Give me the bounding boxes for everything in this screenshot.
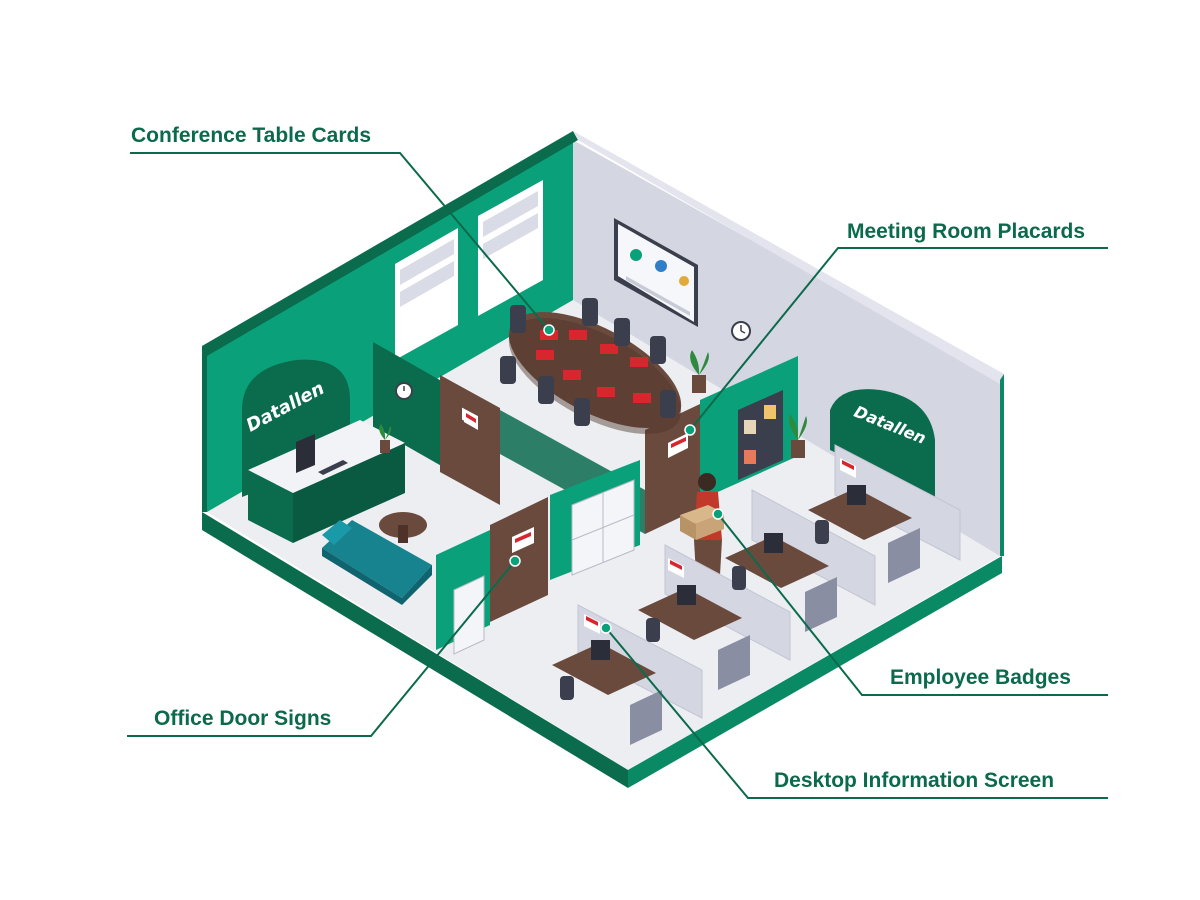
coffee-table <box>379 512 427 543</box>
corner-shelf <box>453 575 485 655</box>
dashboard-screen <box>614 218 698 327</box>
leader-meeting-room-placards <box>689 247 1108 431</box>
wall-top-left <box>202 131 578 356</box>
leader-office-door-signs <box>127 560 516 737</box>
leader-dot <box>712 508 724 520</box>
callout-employee-badges: Employee Badges <box>890 666 1071 689</box>
table-card <box>536 350 554 360</box>
workstation <box>552 640 662 745</box>
base-left <box>202 512 628 788</box>
employee-person <box>680 473 724 575</box>
callout-desktop-information-screen: Desktop Information Screen <box>774 769 1055 792</box>
leader-desktop-information-screen <box>605 627 1108 799</box>
meeting-room-door-left <box>440 375 500 505</box>
plant-icon <box>690 350 709 393</box>
wall-clock-icon-2 <box>395 382 413 400</box>
table-card <box>600 344 618 354</box>
table-card <box>597 387 615 397</box>
table-card <box>630 357 648 367</box>
office-chair <box>500 298 676 426</box>
workstation <box>808 485 920 583</box>
wall-clock-icon <box>731 321 751 341</box>
desk-sign <box>584 614 600 634</box>
meeting-room-door-right <box>645 404 700 534</box>
filing-cabinet <box>571 479 635 576</box>
office-chair <box>560 520 829 700</box>
leader-dot <box>543 324 555 336</box>
table-card <box>563 370 581 380</box>
cubicle-partitions <box>577 444 961 719</box>
leader-dot <box>684 424 696 436</box>
leader-conference-table-cards <box>130 152 550 331</box>
callout-office-door-signs: Office Door Signs <box>154 707 332 730</box>
leader-lines <box>127 152 1108 799</box>
left-wall-edge <box>202 346 207 512</box>
window-left <box>395 228 458 360</box>
table-card <box>569 330 587 340</box>
table-card <box>633 393 651 403</box>
callout-meeting-room-placards: Meeting Room Placards <box>847 220 1086 243</box>
leader-employee-badges <box>717 513 1108 696</box>
workstation <box>725 533 837 632</box>
workstation <box>638 585 750 690</box>
plant-icon <box>379 424 392 453</box>
plant-icon <box>789 414 807 458</box>
bookshelf <box>738 390 783 480</box>
leader-dots <box>509 324 724 634</box>
window-right <box>478 180 543 316</box>
base-right <box>628 556 1002 788</box>
leader-dot <box>509 555 521 567</box>
work-area-brand-arch <box>830 389 935 500</box>
wall-top-right <box>573 131 1004 384</box>
right-wall-edge <box>1000 374 1004 556</box>
desk-sign <box>668 558 684 578</box>
leader-dot <box>600 622 612 634</box>
desk-sign <box>840 458 856 478</box>
reception-desk <box>248 420 405 543</box>
sofa <box>322 520 432 605</box>
callout-conference-table-cards: Conference Table Cards <box>131 124 372 147</box>
